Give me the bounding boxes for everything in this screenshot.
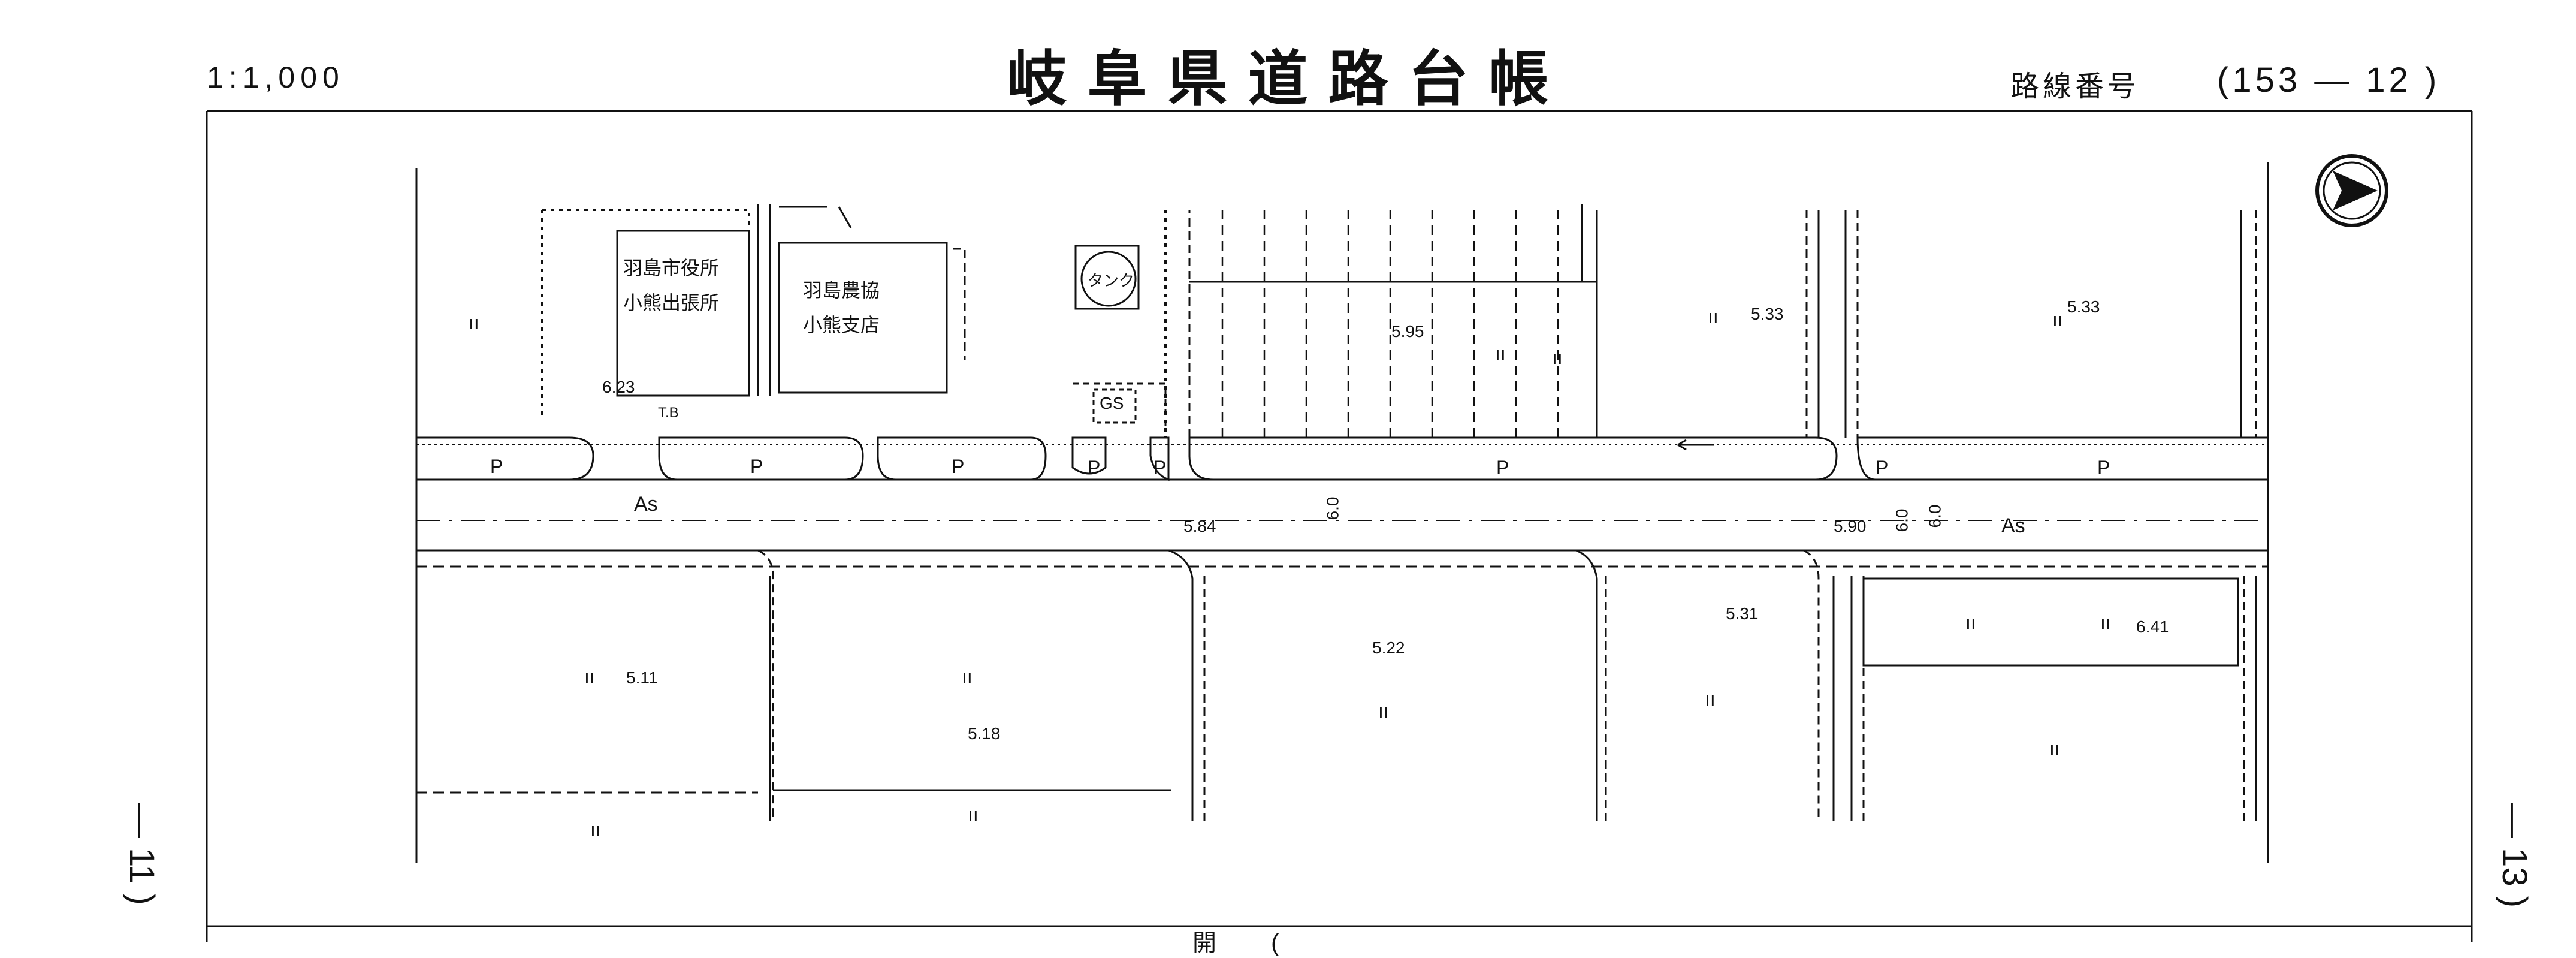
sidewalk-n4: [1188, 436, 1838, 481]
elevation-label: 6.23: [602, 378, 635, 396]
parking-label: P: [952, 456, 965, 477]
side-street-4: [1803, 549, 1820, 821]
coop-building: [778, 242, 948, 394]
parking-label: P: [490, 456, 503, 477]
route-label: 路線番号: [2010, 71, 2140, 103]
map-scale: 1:1,000: [207, 61, 345, 94]
field-symbol: ıı: [590, 818, 601, 840]
elevation-label: 5.31: [1726, 604, 1759, 623]
field-symbol: ıı: [1495, 343, 1506, 364]
sidewalk-n5: [1856, 436, 2268, 481]
field-symbol: ıı: [1705, 688, 1716, 710]
parking-label: P: [1088, 457, 1101, 478]
field-symbol: ıı: [962, 665, 973, 687]
asphalt-label-west: As: [634, 493, 658, 516]
elevation-label: 5.33: [2067, 297, 2100, 316]
sidewalk-n2: [658, 436, 864, 481]
side-street-3: [1575, 549, 1598, 821]
field-symbol: ıı: [584, 665, 595, 687]
coop-branch: 小熊支店: [803, 314, 880, 336]
tb-label: T.B: [658, 405, 679, 421]
elevation-label: 5.22: [1372, 638, 1405, 657]
elevation-label: 5.33: [1751, 305, 1784, 323]
width-mark: 6.0: [1892, 508, 1911, 532]
direction-arrow-icon: [1677, 439, 1714, 451]
asphalt-label-east: As: [2001, 514, 2025, 537]
field-symbol: ıı: [1378, 700, 1389, 722]
route-number: (153 — 12 ): [2217, 61, 2441, 100]
side-street-1: [757, 549, 774, 821]
parking-label: P: [2097, 457, 2110, 478]
parking-label: P: [1876, 457, 1889, 478]
field-symbol: ıı: [2049, 737, 2060, 759]
parking-label: P: [1153, 457, 1167, 478]
city-office-name: 羽島市役所: [623, 257, 720, 279]
city-office-branch: 小熊出張所: [623, 292, 720, 314]
field-symbol: ıı: [1552, 347, 1563, 368]
coop-name: 羽島農協: [803, 279, 880, 301]
sidewalk-n1: [416, 436, 594, 481]
width-mark: 6.0: [1323, 496, 1342, 520]
wasteland-symbol: ıı: [2100, 611, 2111, 633]
field-symbol: ıı: [2052, 309, 2063, 330]
island-1: [1071, 436, 1107, 475]
elevation-label: 5.95: [1391, 322, 1424, 341]
parking-label: P: [1496, 457, 1509, 478]
elevation-label: 5.18: [968, 724, 1001, 743]
width-mark: 6.0: [1925, 504, 1944, 528]
parking-label: P: [750, 456, 763, 477]
elevation-label: 5.84: [1183, 517, 1216, 535]
wasteland-symbol: ıı: [1965, 611, 1976, 633]
building-city-office: 羽島市役所 小熊出張所: [623, 251, 719, 320]
elevation-label: 5.90: [1834, 517, 1867, 535]
tank-box: [1074, 245, 1140, 310]
field-symbol: ıı: [968, 803, 979, 825]
map-title: 岐阜県道路台帳: [1007, 44, 1569, 114]
elevation-label: 5.11: [626, 668, 658, 687]
field-symbol: ıı: [469, 312, 479, 333]
field-symbol: ıı: [1708, 306, 1719, 327]
gas-station-label: GS: [1100, 394, 1124, 412]
elevation-label: 6.41: [2136, 617, 2169, 636]
north-arrow-icon: [2315, 154, 2388, 227]
island-2: [1149, 436, 1170, 481]
building-agri-coop: 羽島農協 小熊支店: [803, 273, 880, 342]
tank-circle: [1080, 251, 1137, 307]
south-field-rect: [1862, 577, 2239, 667]
side-street-2: [1168, 549, 1194, 821]
city-office-building: [616, 230, 750, 397]
sidewalk-n3: [877, 436, 1047, 481]
tank-label: タンク: [1088, 272, 1135, 290]
